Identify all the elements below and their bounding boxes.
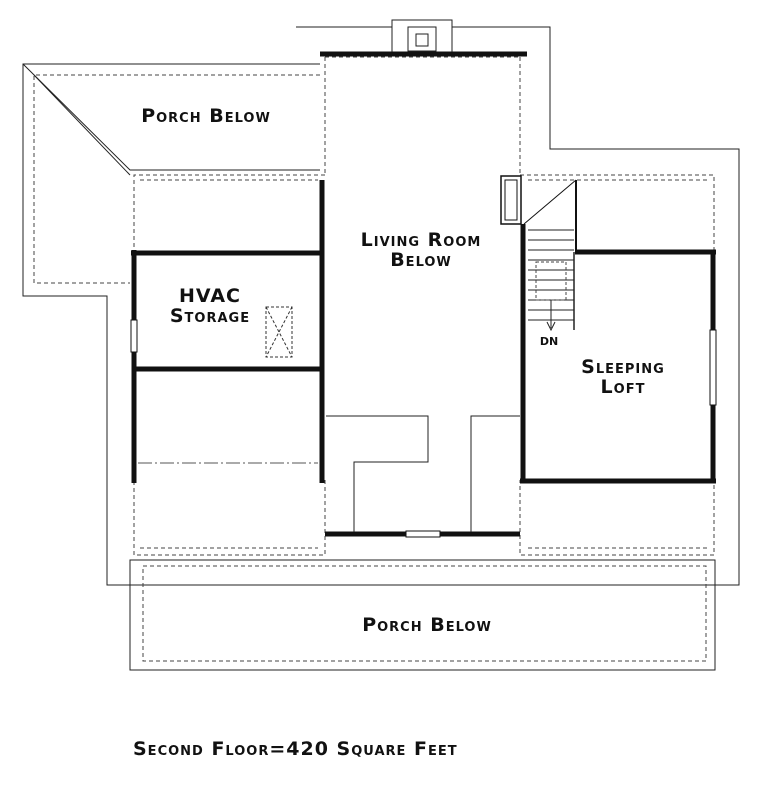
kneewall-left: [326, 415, 429, 532]
label-loft-line2: Loft: [601, 376, 646, 398]
label-stair-dn: DN: [540, 335, 558, 348]
kneewall-right: [470, 415, 520, 532]
label-porch-bottom: Porch Below: [362, 614, 492, 636]
porch-hip-line: [33, 74, 131, 176]
attic-access-icon: [265, 306, 293, 358]
caption-area: Second Floor=420 Square Feet: [133, 738, 458, 760]
label-living-room-line1: Living Room: [361, 229, 482, 251]
label-loft-line1: Sleeping: [581, 356, 665, 378]
label-porch-top: Porch Below: [141, 105, 271, 127]
fireplace-box-inner: [504, 179, 518, 221]
roof-dash-center: [324, 56, 521, 175]
roof-dash-right: [519, 174, 715, 556]
stair: [523, 179, 577, 332]
porch-top-dashed: [33, 74, 320, 284]
label-hvac-line2: Storage: [170, 305, 250, 327]
window-hvac: [130, 319, 138, 353]
window-loft: [709, 329, 717, 406]
window-bottom: [405, 530, 441, 538]
fireplace-box: [500, 175, 522, 225]
porch-bottom-outline: [129, 559, 716, 671]
roof-dash-left: [133, 174, 326, 556]
label-hvac-line1: HVAC: [179, 285, 241, 307]
porch-top-roof: [22, 63, 320, 171]
chimney-flue-inner: [415, 33, 429, 47]
roof-outline: [22, 26, 740, 586]
label-living-room-line2: Below: [390, 249, 452, 271]
porch-bottom-dashed: [142, 565, 707, 662]
